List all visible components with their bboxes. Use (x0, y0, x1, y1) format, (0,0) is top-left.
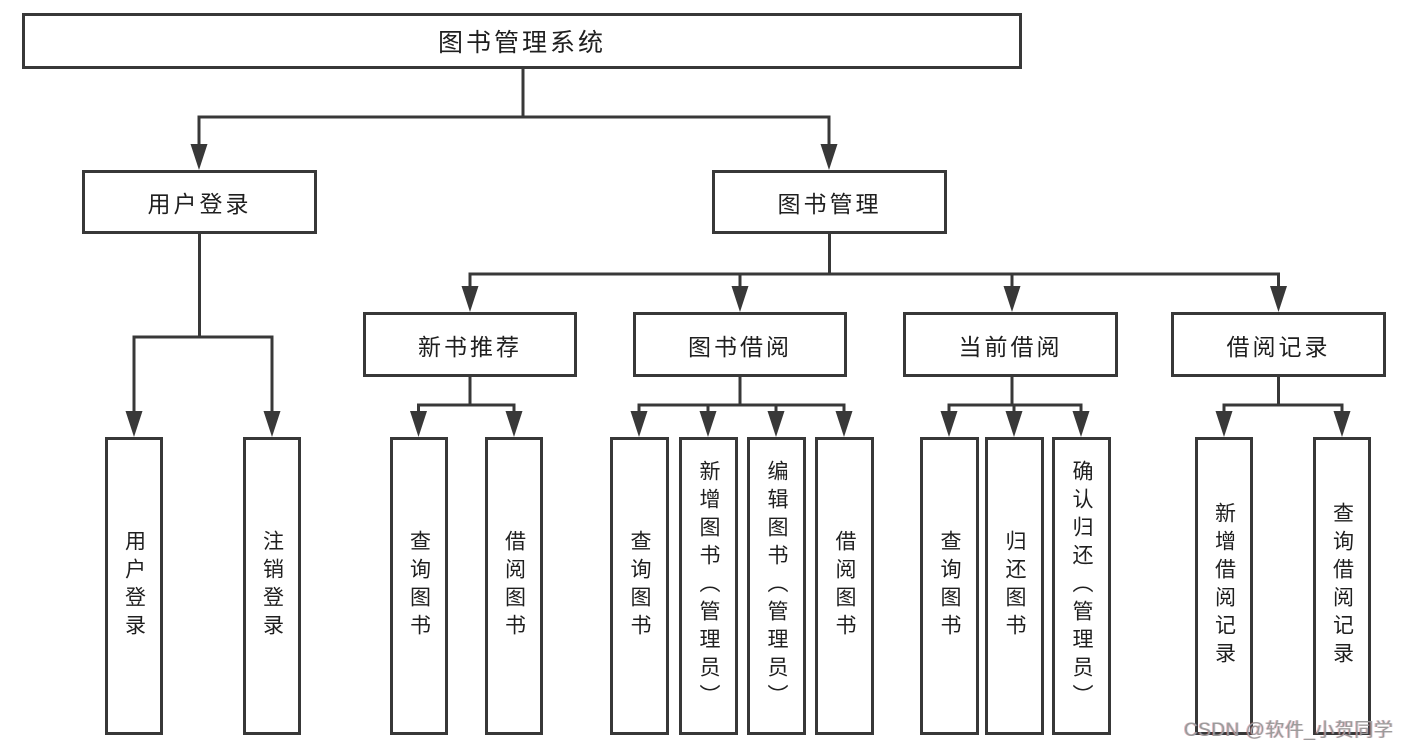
arrowhead-icon (731, 286, 749, 312)
arrowhead-icon (767, 411, 785, 437)
leaf-label: 注销登录 (260, 530, 284, 642)
leaf-borrow-books-recommend: 借阅图书 (485, 437, 543, 735)
leaf-query-books-recommend: 查询图书 (390, 437, 448, 735)
node-new-book-recommend: 新书推荐 (363, 312, 577, 377)
node-borrow-records: 借阅记录 (1171, 312, 1386, 377)
node-book-borrow: 图书借阅 (633, 312, 847, 377)
leaf-user-login: 用户登录 (105, 437, 163, 735)
watermark: CSDN @软件_小贺同学 (1184, 720, 1394, 741)
leaf-label: 用户登录 (122, 530, 146, 642)
leaf-add-borrow-record: 新增借阅记录 (1195, 437, 1253, 735)
arrowhead-icon (125, 411, 143, 437)
arrowhead-icon (1270, 286, 1287, 312)
leaf-query-borrow-record: 查询借阅记录 (1313, 437, 1371, 735)
arrowhead-icon (699, 411, 717, 437)
leaf-return-book: 归还图书 (985, 437, 1044, 735)
arrowhead-icon (410, 411, 427, 437)
leaf-label: 借阅图书 (502, 530, 526, 642)
leaf-label: 查询借阅记录 (1330, 502, 1354, 670)
leaf-borrow-books: 借阅图书 (815, 437, 874, 735)
arrowhead-icon (835, 411, 853, 437)
arrowhead-icon (1005, 411, 1023, 437)
leaf-label: 归还图书 (1003, 530, 1026, 642)
leaf-query-books-borrow: 查询图书 (610, 437, 669, 735)
leaf-label: 查询图书 (938, 530, 961, 642)
leaf-label: 编辑图书（管理员） (765, 460, 788, 712)
leaf-query-books-current: 查询图书 (920, 437, 979, 735)
leaf-add-book-admin: 新增图书（管理员） (679, 437, 738, 735)
leaf-edit-book-admin: 编辑图书（管理员） (747, 437, 806, 735)
arrowhead-icon (190, 144, 208, 170)
arrowhead-icon (505, 411, 523, 437)
leaf-confirm-return-admin: 确认归还（管理员） (1052, 437, 1111, 735)
arrowhead-icon (820, 144, 838, 170)
node-user-login: 用户登录 (82, 170, 317, 234)
leaf-label: 查询图书 (407, 530, 431, 642)
arrowhead-icon (1072, 411, 1090, 437)
arrowhead-icon (1215, 411, 1233, 437)
arrowhead-icon (630, 411, 648, 437)
arrowhead-icon (1333, 411, 1351, 437)
node-root-system: 图书管理系统 (22, 13, 1022, 69)
arrowhead-icon (940, 411, 958, 437)
arrowhead-icon (263, 411, 281, 437)
leaf-label: 借阅图书 (833, 530, 856, 642)
leaf-label: 新增借阅记录 (1212, 502, 1236, 670)
leaf-label: 确认归还（管理员） (1070, 460, 1093, 712)
leaf-logout: 注销登录 (243, 437, 301, 735)
arrowhead-icon (461, 286, 479, 312)
node-current-borrow: 当前借阅 (903, 312, 1118, 377)
node-book-management: 图书管理 (712, 170, 947, 234)
arrowhead-icon (1003, 286, 1021, 312)
leaf-label: 新增图书（管理员） (697, 460, 720, 712)
leaf-label: 查询图书 (628, 530, 651, 642)
